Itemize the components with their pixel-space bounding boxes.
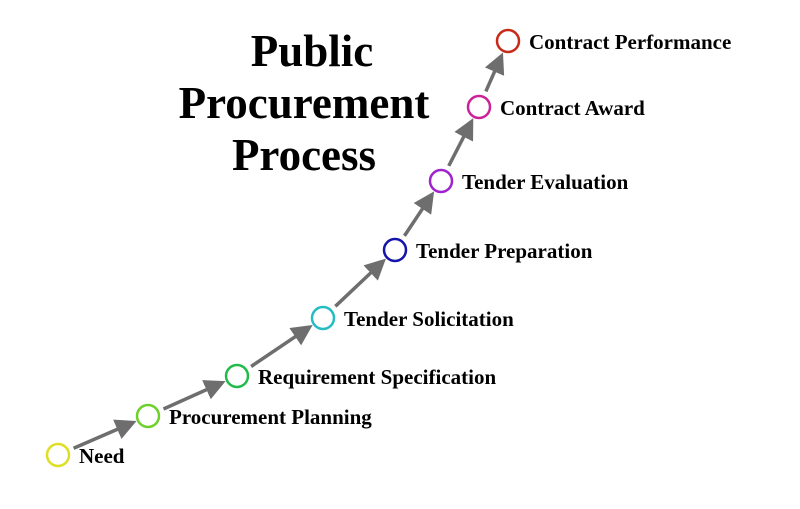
arrow bbox=[402, 191, 435, 237]
title-line: Procurement bbox=[179, 78, 430, 128]
diagram-title: Public Procurement Process bbox=[179, 26, 430, 180]
arrow bbox=[447, 118, 474, 167]
step-node: Contract Performance bbox=[495, 28, 731, 54]
step-label: Tender Preparation bbox=[416, 239, 593, 263]
step-node: Tender Solicitation bbox=[310, 305, 514, 331]
step-node: Tender Preparation bbox=[382, 237, 593, 263]
step-circle bbox=[135, 403, 161, 429]
step-node: Tender Evaluation bbox=[428, 168, 629, 194]
step-label: Procurement Planning bbox=[169, 405, 372, 429]
step-label: Tender Solicitation bbox=[344, 307, 514, 331]
arrows bbox=[72, 52, 505, 450]
step-circle bbox=[224, 363, 250, 389]
step-label: Requirement Specification bbox=[258, 365, 496, 389]
step-circle bbox=[495, 28, 521, 54]
arrow bbox=[484, 52, 505, 93]
step-circle bbox=[382, 237, 408, 263]
step-node: Need bbox=[45, 442, 125, 468]
title-line: Public bbox=[251, 26, 374, 76]
step-label: Tender Evaluation bbox=[462, 170, 629, 194]
title-line: Process bbox=[232, 130, 376, 180]
step-circle bbox=[45, 442, 71, 468]
step-circle bbox=[428, 168, 454, 194]
step-circle bbox=[466, 94, 492, 120]
arrow bbox=[250, 324, 313, 368]
steps: Need Procurement Planning Requirement Spec… bbox=[45, 28, 731, 468]
step-node: Procurement Planning bbox=[135, 403, 372, 429]
step-label: Contract Performance bbox=[529, 30, 731, 54]
arrow bbox=[334, 258, 386, 308]
step-label: Contract Award bbox=[500, 96, 645, 120]
arrow bbox=[72, 419, 137, 450]
step-circle bbox=[310, 305, 336, 331]
step-label: Need bbox=[79, 444, 125, 468]
step-node: Requirement Specification bbox=[224, 363, 496, 389]
arrow bbox=[162, 380, 226, 411]
step-node: Contract Award bbox=[466, 94, 645, 120]
